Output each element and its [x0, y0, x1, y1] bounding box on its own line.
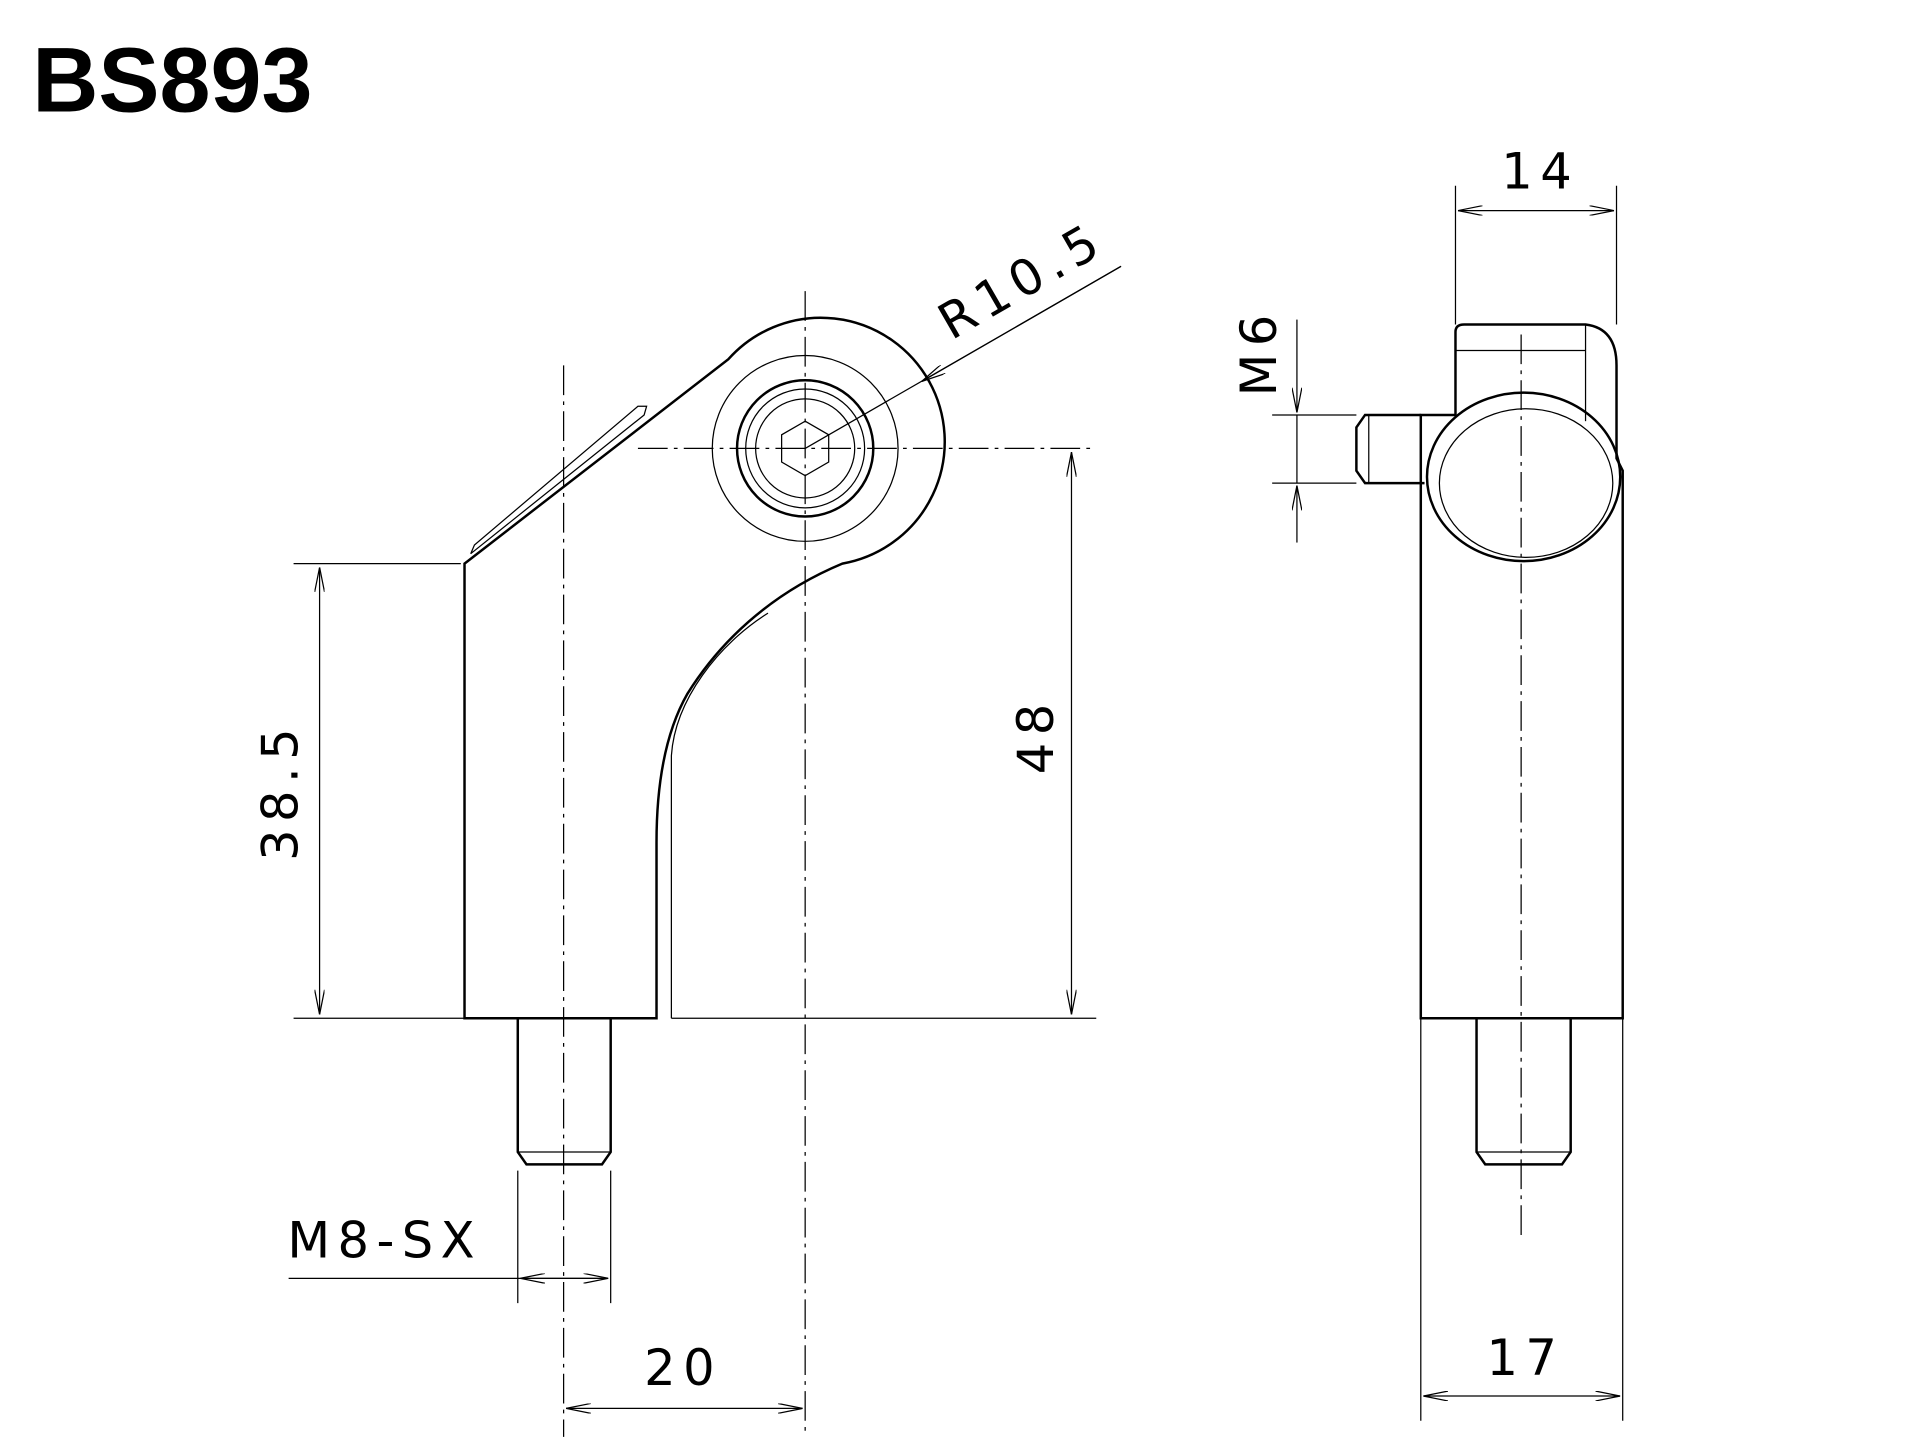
dim-label-48: 48 [1007, 696, 1065, 774]
dimension-m6: M6 [1230, 307, 1357, 543]
side-pin [1475, 1018, 1572, 1166]
dimension-17: 17 [1420, 1018, 1624, 1421]
dimension-14: 14 [1454, 142, 1618, 325]
dimension-m8-sx: M8-SX [287, 1170, 612, 1304]
m6-stud [1355, 413, 1425, 485]
dim-label-r10-5: R10.5 [928, 210, 1115, 351]
threaded-pin [516, 1018, 612, 1166]
dim-label-14: 14 [1501, 142, 1579, 200]
side-body-outline [1419, 323, 1624, 1020]
dim-label-17: 17 [1486, 1329, 1564, 1387]
part-number-title: BS893 [32, 29, 312, 131]
dim-label-m6: M6 [1230, 307, 1288, 396]
side-view [1355, 323, 1624, 1239]
chamfer-face [470, 405, 648, 555]
washer-outer [711, 354, 899, 542]
front-view [463, 291, 1097, 1437]
dim-label-m8-sx: M8-SX [287, 1211, 482, 1269]
dimension-38-5: 38.5 [251, 562, 465, 1019]
dim-label-20: 20 [644, 1339, 722, 1397]
bolt-head [735, 379, 875, 518]
body-outline [463, 316, 946, 1020]
dim-label-38-5: 38.5 [251, 721, 309, 861]
dimension-20: 20 [566, 1339, 803, 1409]
dimension-48: 48 [671, 452, 1097, 1019]
bolt-head-side [1425, 391, 1622, 563]
